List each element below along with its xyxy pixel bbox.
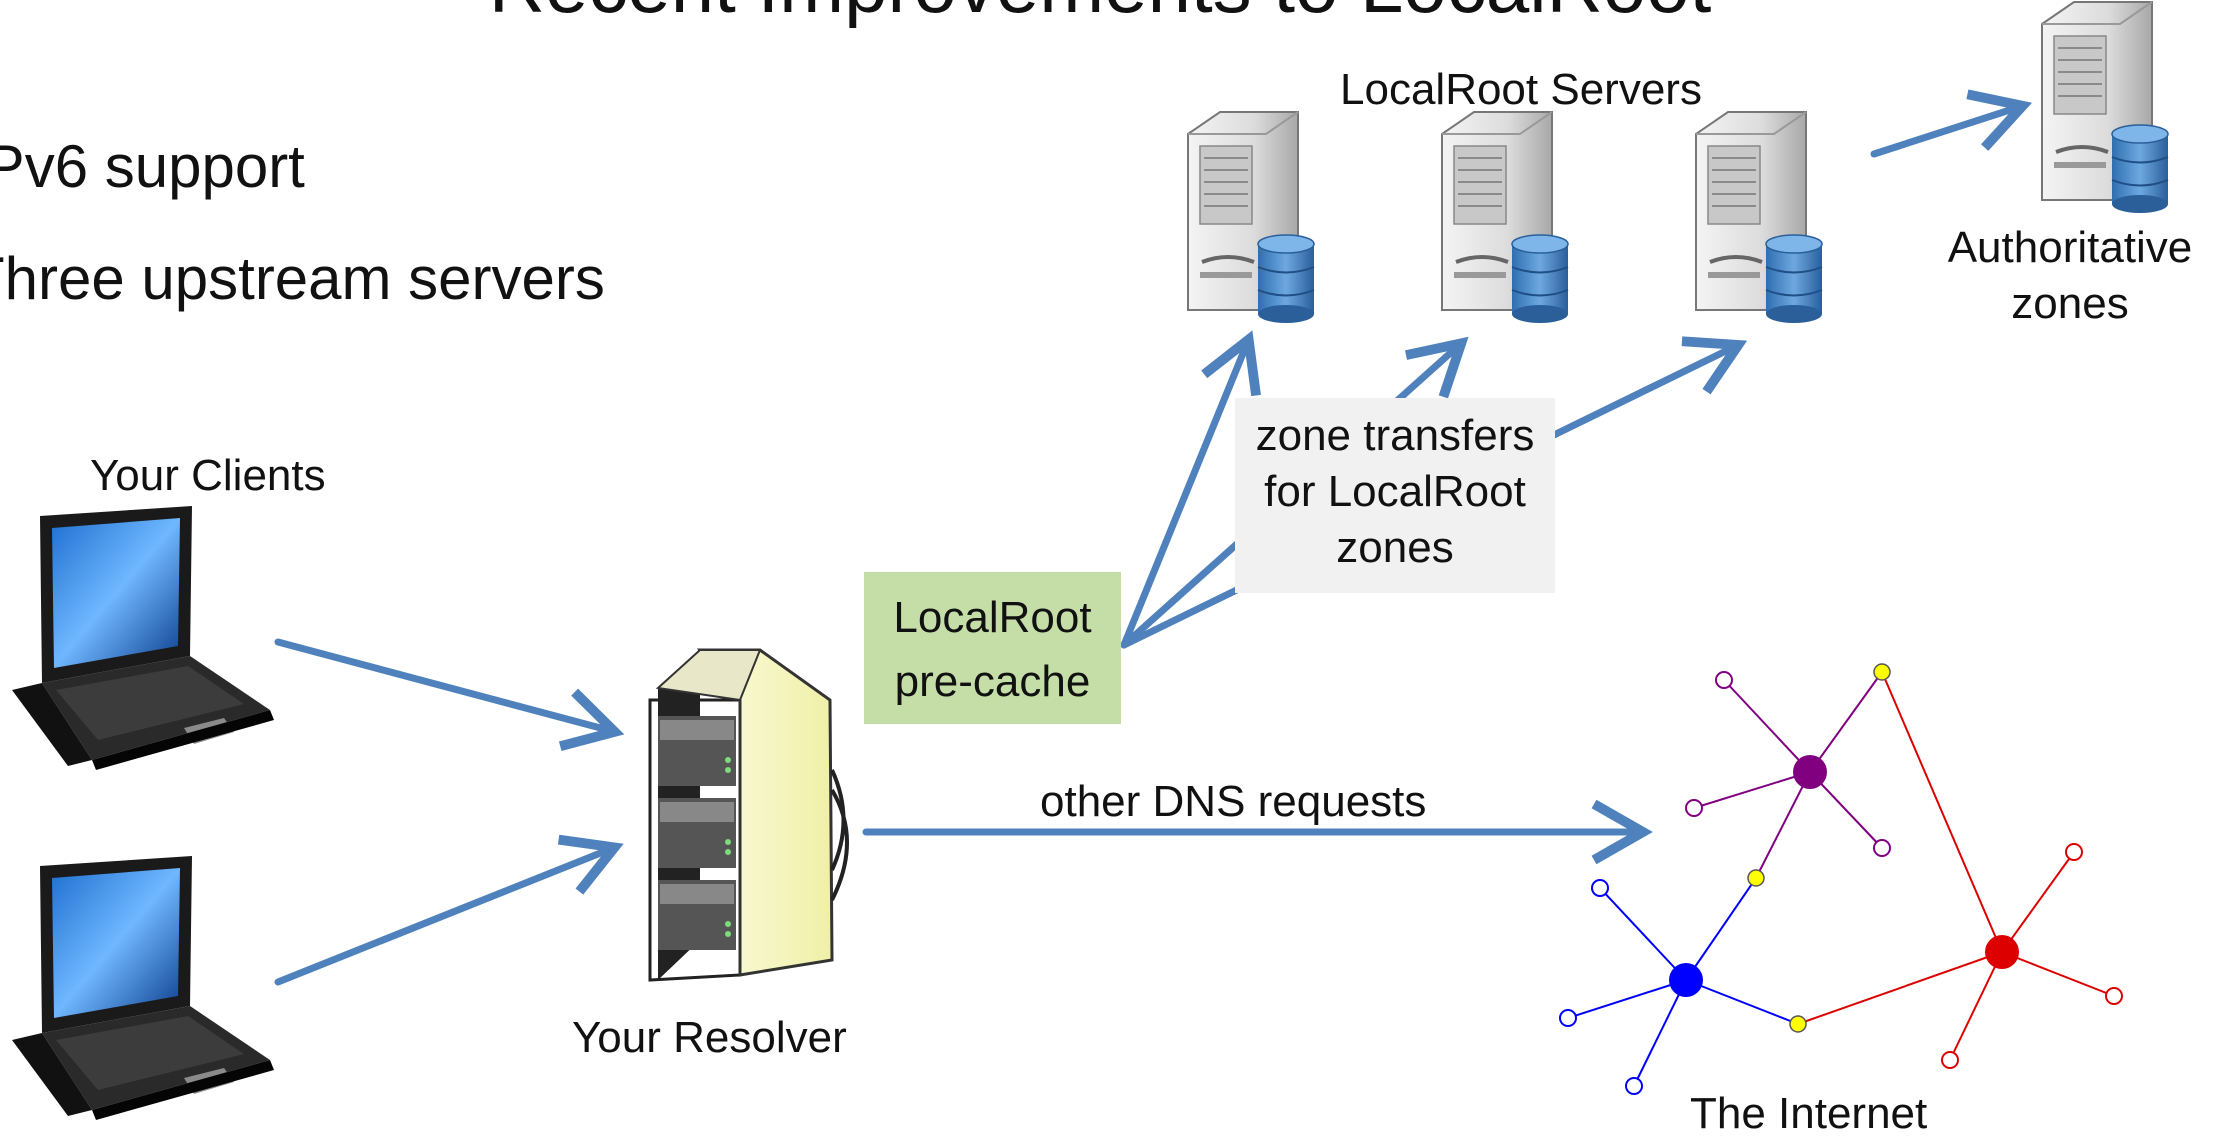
resolver-rack-icon bbox=[648, 648, 849, 982]
localroot-server-2-icon bbox=[1440, 110, 1570, 325]
the-internet-label: The Internet bbox=[1690, 1089, 1928, 1138]
your-clients-label: Your Clients bbox=[90, 451, 326, 500]
client-laptop-2-icon bbox=[12, 856, 274, 1120]
authoritative-label-line1: Authoritative bbox=[1947, 223, 2193, 272]
bullet-three-upstream: Three upstream servers bbox=[0, 245, 605, 312]
localroot-servers-label: LocalRoot Servers bbox=[1340, 65, 1702, 114]
zone-transfers-box: zone transfers for LocalRoot zones bbox=[1235, 398, 1555, 593]
zone-transfers-line2: for LocalRoot bbox=[1264, 467, 1526, 516]
pre-cache-line1: LocalRoot bbox=[893, 593, 1092, 642]
localroot-server-1-icon bbox=[1186, 110, 1316, 325]
arrow-server3-to-authoritative bbox=[1870, 89, 2033, 158]
localroot-server-3-icon bbox=[1694, 110, 1824, 325]
authoritative-label-line2: zones bbox=[2011, 279, 2129, 328]
client-laptop-1-icon bbox=[12, 506, 274, 770]
arrow-client2-to-resolver bbox=[274, 834, 624, 986]
network-graph-icon bbox=[1559, 663, 2123, 1095]
other-dns-requests-label: other DNS requests bbox=[1040, 777, 1427, 826]
authoritative-server-icon bbox=[2040, 0, 2170, 215]
arrow-client1-to-resolver bbox=[274, 638, 625, 751]
pre-cache-line2: pre-cache bbox=[894, 657, 1091, 706]
localroot-pre-cache-box: LocalRoot pre-cache bbox=[864, 572, 1121, 724]
zone-transfers-line3: zones bbox=[1336, 523, 1454, 572]
your-resolver-label: Your Resolver bbox=[572, 1013, 847, 1062]
arrow-precache-to-server1 bbox=[1120, 330, 1261, 649]
authoritative-zones-label: Authoritative zones bbox=[1920, 222, 2220, 330]
slide-title: Recent Improvements to LocalRoot bbox=[300, 0, 1900, 30]
bullet-ipv6: IPv6 support bbox=[0, 133, 305, 200]
zone-transfers-line1: zone transfers bbox=[1255, 411, 1535, 460]
